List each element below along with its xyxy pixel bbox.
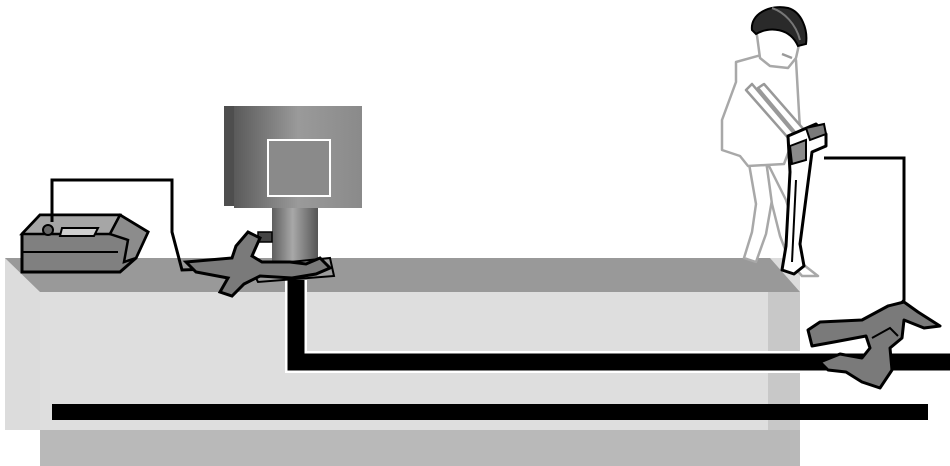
pedestal-clamp	[182, 230, 333, 298]
receiver-shaft-line	[791, 179, 797, 263]
hard-hat-ridge	[771, 7, 801, 41]
worker-with-hard-hat	[720, 20, 820, 278]
transmitter-handle	[108, 213, 150, 264]
buried-lines	[52, 280, 950, 420]
clamp-icon	[182, 230, 333, 298]
hard-hat-icon	[750, 6, 808, 48]
receiver-grip	[788, 138, 807, 166]
signal-transmitter	[19, 213, 150, 274]
receiver-display	[804, 122, 828, 142]
transmitter-screen	[58, 227, 100, 237]
target-buried-cable-core	[287, 280, 950, 371]
pipe-clamp	[806, 300, 942, 390]
receiver-lead-wire	[824, 156, 906, 311]
cable-locator-receiver	[780, 122, 828, 276]
transmitter-lead-wire	[50, 178, 237, 272]
clamp-jaw-highlight	[871, 326, 899, 339]
worker-mouth	[781, 52, 793, 60]
pedestal-post	[272, 207, 318, 267]
transmitter-knob-icon	[42, 224, 54, 236]
hard-hat	[750, 6, 808, 48]
clamp-icon	[806, 300, 942, 390]
pedestal-panel	[267, 139, 331, 197]
ground-bottom-layer	[40, 430, 800, 466]
adjacent-buried-line	[52, 404, 928, 420]
